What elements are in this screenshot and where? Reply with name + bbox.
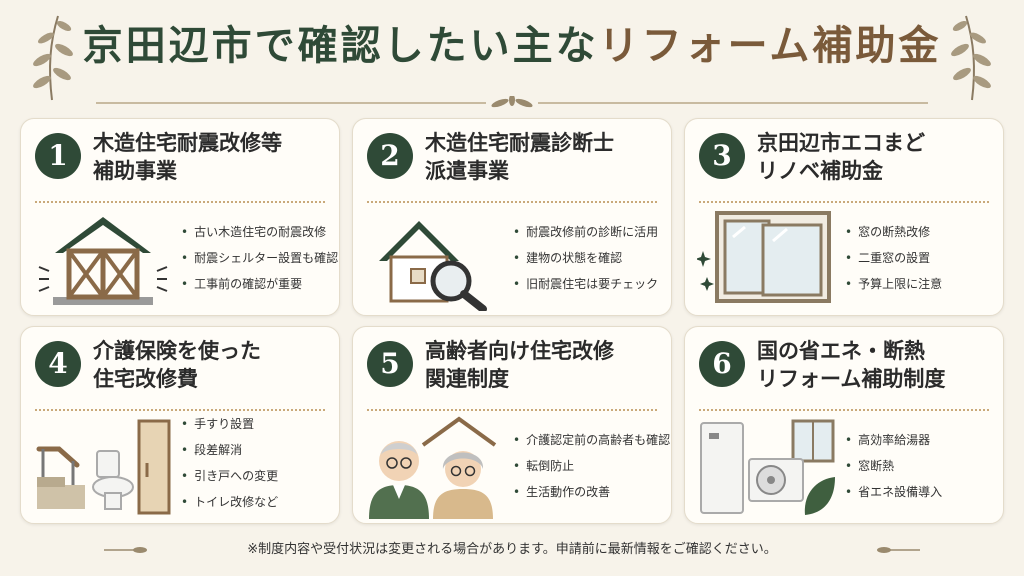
card-title-line-1: 木造住宅耐震改修等 bbox=[93, 131, 282, 155]
list-item: 二重窓の設置 bbox=[845, 245, 942, 271]
list-item: 省エネ設備導入 bbox=[845, 479, 942, 505]
card-bullet-list: 高効率給湯器 窓断熱 省エネ設備導入 bbox=[845, 427, 942, 505]
house-frame-icon bbox=[38, 217, 168, 305]
list-item: 高効率給湯器 bbox=[845, 427, 942, 453]
card-title-line-1: 高齢者向け住宅改修 bbox=[425, 339, 614, 363]
list-item: 耐震シェルター設置も確認 bbox=[181, 245, 338, 271]
subsidy-card-3: 3 京田辺市エコまど リノベ補助金 窓の断熱改修 二重窓の設置 予算上限に注意 bbox=[684, 118, 1004, 316]
handrail-toilet-door-icon bbox=[36, 419, 171, 515]
list-item: 耐震改修前の診断に活用 bbox=[513, 219, 658, 245]
card-divider bbox=[699, 201, 989, 203]
list-item: 生活動作の改善 bbox=[513, 479, 670, 505]
title-divider bbox=[96, 96, 928, 108]
list-item: 転倒防止 bbox=[513, 453, 670, 479]
title-part-1: 京田辺市で確認したい主な bbox=[82, 22, 599, 69]
subsidy-card-1: 1 木造住宅耐震改修等 補助事業 古い木造住宅の耐震改修 耐震シェルター設置も確… bbox=[20, 118, 340, 316]
house-magnifier-icon bbox=[379, 221, 487, 311]
disclaimer-text: ※制度内容や受付状況は変更される場合があります。申請前に最新情報をご確認ください… bbox=[247, 542, 777, 557]
card-title-line-2: 住宅改修費 bbox=[93, 367, 198, 391]
water-heater-ac-icon bbox=[700, 419, 835, 515]
card-divider bbox=[35, 409, 325, 411]
subsidy-card-5: 5 高齢者向け住宅改修 関連制度 介護認定前の高齢者も確認 転倒防止 生活動作の… bbox=[352, 326, 672, 524]
list-item: 予算上限に注意 bbox=[845, 271, 942, 297]
card-title-line-1: 国の省エネ・断熱 bbox=[757, 339, 925, 363]
card-number-badge: 1 bbox=[35, 133, 81, 179]
list-item: 介護認定前の高齢者も確認 bbox=[513, 427, 670, 453]
card-title: 高齢者向け住宅改修 関連制度 bbox=[425, 337, 663, 393]
card-title: 国の省エネ・断熱 リフォーム補助制度 bbox=[757, 337, 995, 393]
card-divider bbox=[367, 201, 657, 203]
card-title: 木造住宅耐震改修等 補助事業 bbox=[93, 129, 331, 185]
subsidy-card-6: 6 国の省エネ・断熱 リフォーム補助制度 高効率給湯器 窓断熱 省エネ設備導入 bbox=[684, 326, 1004, 524]
elderly-couple-icon bbox=[369, 416, 497, 519]
subsidy-card-4: 4 介護保険を使った 住宅改修費 手すり設置 段差解消 引き戸への変更 トイレ改… bbox=[20, 326, 340, 524]
leaf-ornament-right-icon bbox=[877, 547, 920, 553]
window-icon bbox=[697, 211, 831, 303]
list-item: トイレ改修など bbox=[181, 489, 278, 515]
list-item: 旧耐震住宅は要チェック bbox=[513, 271, 658, 297]
leaf-branch-right-icon bbox=[951, 15, 991, 101]
title-part-2: リフォーム補助金 bbox=[598, 22, 942, 69]
card-number-badge: 2 bbox=[367, 133, 413, 179]
leaf-branch-left-icon bbox=[33, 15, 73, 101]
leaf-ornament-left-icon bbox=[104, 547, 147, 553]
card-title-line-1: 京田辺市エコまど bbox=[757, 131, 925, 155]
card-bullet-list: 耐震改修前の診断に活用 建物の状態を確認 旧耐震住宅は要チェック bbox=[513, 219, 658, 297]
card-divider bbox=[367, 409, 657, 411]
page-title: 京田辺市で確認したい主なリフォーム補助金 bbox=[0, 18, 1024, 74]
card-title-line-2: 派遣事業 bbox=[425, 159, 509, 183]
card-title-line-2: リノベ補助金 bbox=[757, 159, 883, 183]
list-item: 工事前の確認が重要 bbox=[181, 271, 338, 297]
list-item: 窓の断熱改修 bbox=[845, 219, 942, 245]
card-number-badge: 5 bbox=[367, 341, 413, 387]
footer-note: ※制度内容や受付状況は変更される場合があります。申請前に最新情報をご確認ください… bbox=[0, 540, 1024, 560]
list-item: 建物の状態を確認 bbox=[513, 245, 658, 271]
card-title-line-2: 補助事業 bbox=[93, 159, 177, 183]
card-title: 介護保険を使った 住宅改修費 bbox=[93, 337, 331, 393]
card-number-badge: 6 bbox=[699, 341, 745, 387]
card-bullet-list: 古い木造住宅の耐震改修 耐震シェルター設置も確認 工事前の確認が重要 bbox=[181, 219, 338, 297]
list-item: 古い木造住宅の耐震改修 bbox=[181, 219, 338, 245]
card-title-line-1: 介護保険を使った bbox=[93, 339, 261, 363]
card-title-line-1: 木造住宅耐震診断士 bbox=[425, 131, 614, 155]
list-item: 手すり設置 bbox=[181, 411, 278, 437]
card-title: 木造住宅耐震診断士 派遣事業 bbox=[425, 129, 663, 185]
list-item: 段差解消 bbox=[181, 437, 278, 463]
card-title-line-2: 関連制度 bbox=[425, 367, 509, 391]
card-title: 京田辺市エコまど リノベ補助金 bbox=[757, 129, 995, 185]
card-number-badge: 3 bbox=[699, 133, 745, 179]
list-item: 引き戸への変更 bbox=[181, 463, 278, 489]
subsidy-card-2: 2 木造住宅耐震診断士 派遣事業 耐震改修前の診断に活用 建物の状態を確認 旧耐… bbox=[352, 118, 672, 316]
card-bullet-list: 窓の断熱改修 二重窓の設置 予算上限に注意 bbox=[845, 219, 942, 297]
card-divider bbox=[35, 201, 325, 203]
card-bullet-list: 介護認定前の高齢者も確認 転倒防止 生活動作の改善 bbox=[513, 427, 670, 505]
card-number-badge: 4 bbox=[35, 341, 81, 387]
list-item: 窓断熱 bbox=[845, 453, 942, 479]
card-bullet-list: 手すり設置 段差解消 引き戸への変更 トイレ改修など bbox=[181, 411, 278, 515]
card-title-line-2: リフォーム補助制度 bbox=[757, 367, 946, 391]
card-divider bbox=[699, 409, 989, 411]
